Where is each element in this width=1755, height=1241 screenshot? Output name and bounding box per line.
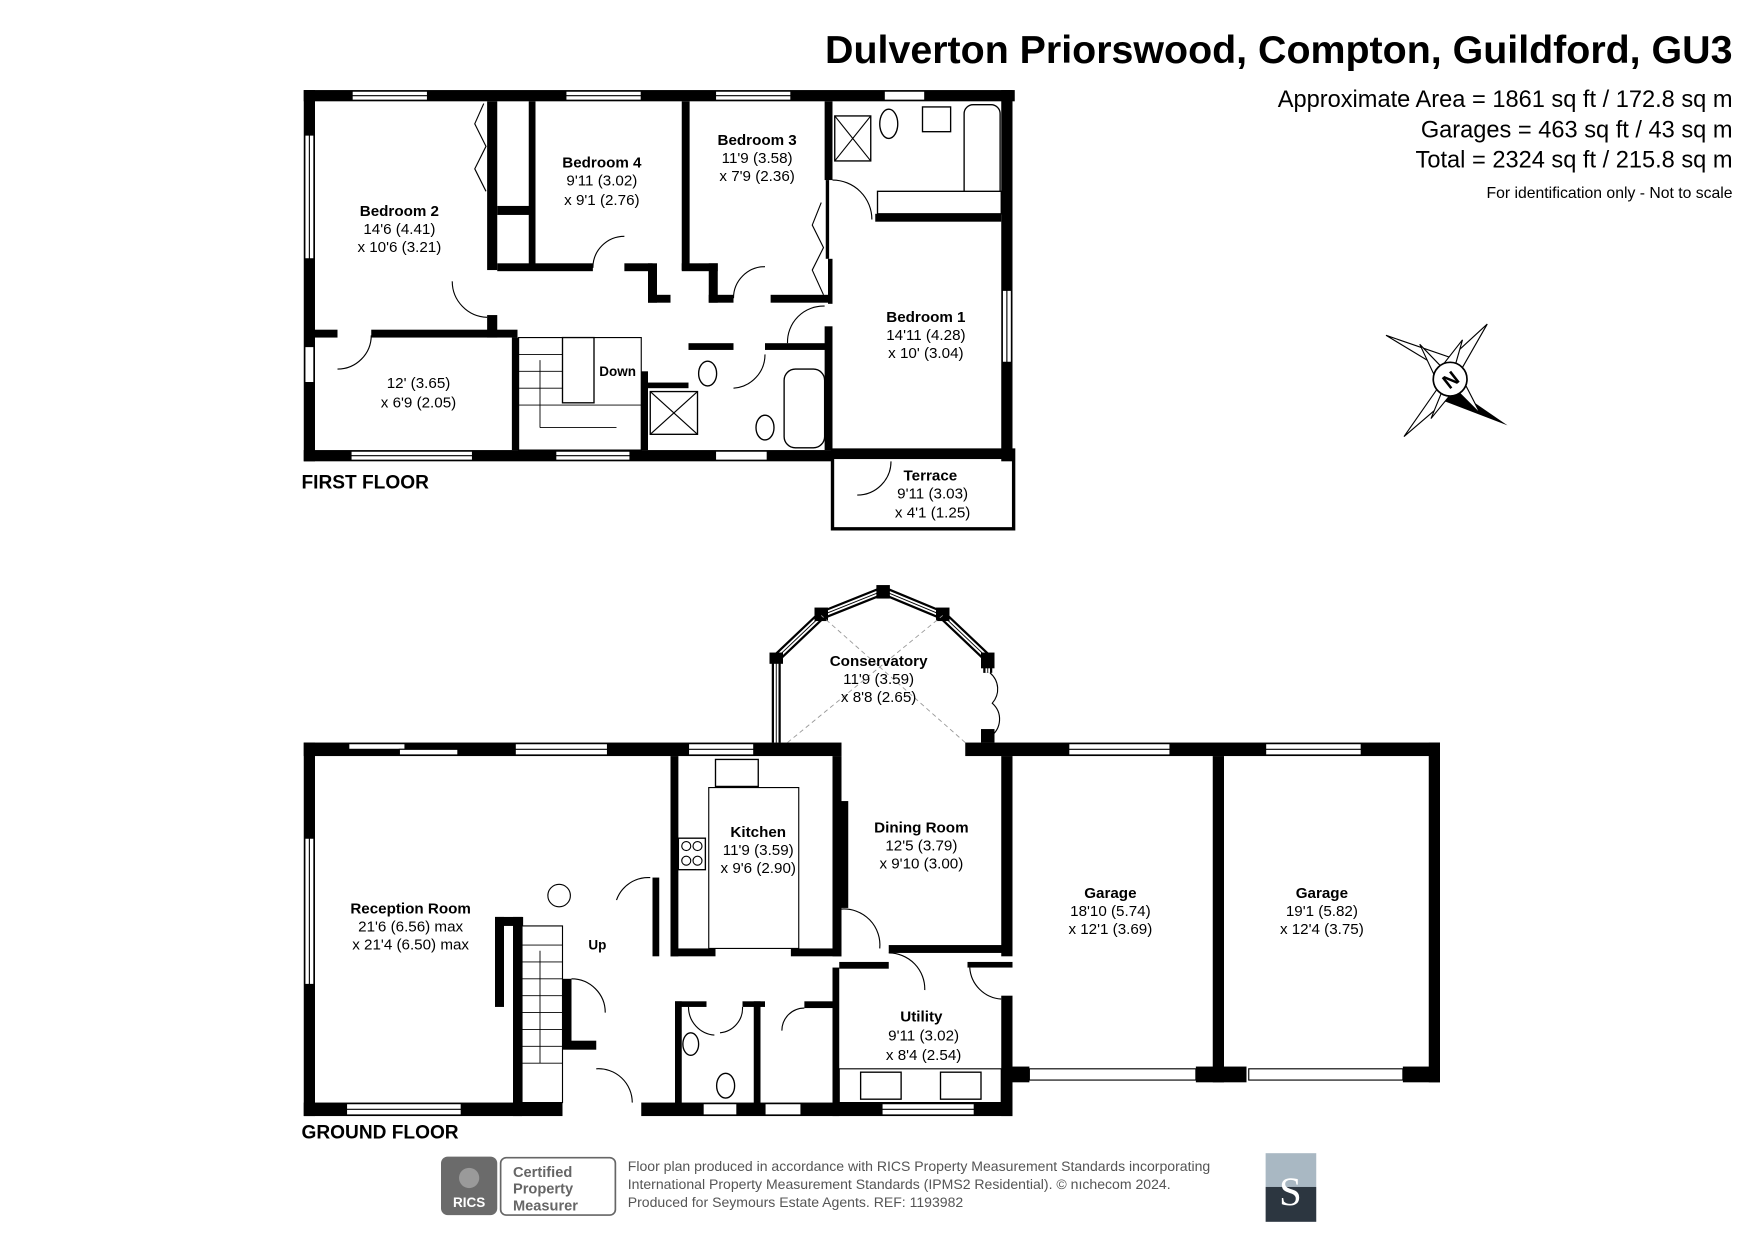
svg-text:12'5 (3.79): 12'5 (3.79): [885, 838, 957, 855]
svg-text:Measurer: Measurer: [513, 1199, 578, 1215]
svg-text:RICS: RICS: [453, 1195, 485, 1210]
first-floor-title: FIRST FLOOR: [302, 472, 430, 493]
first-floor-plan: [303, 90, 1016, 531]
first-floor-labels: Bedroom 2 14'6 (4.41) x 10'6 (3.21) Bedr…: [302, 132, 971, 521]
svg-text:Down: Down: [599, 364, 636, 379]
svg-text:Up: Up: [588, 938, 606, 953]
footer-line: Produced for Seymours Estate Agents. REF…: [628, 1194, 964, 1210]
approximate-area: Approximate Area = 1861 sq ft / 172.8 sq…: [1278, 87, 1733, 113]
svg-text:Bedroom 3: Bedroom 3: [718, 132, 797, 149]
svg-text:18'10 (5.74): 18'10 (5.74): [1070, 903, 1151, 920]
svg-text:9'11 (3.03): 9'11 (3.03): [897, 485, 968, 502]
svg-text:9'11 (3.02): 9'11 (3.02): [566, 173, 637, 190]
rics-logo: RICS Certified Property Measurer: [441, 1156, 617, 1216]
svg-text:Garage: Garage: [1084, 885, 1136, 902]
svg-text:x 6'9 (2.05): x 6'9 (2.05): [381, 394, 456, 411]
svg-text:x 4'1 (1.25): x 4'1 (1.25): [895, 505, 970, 522]
svg-text:Kitchen: Kitchen: [730, 824, 786, 841]
svg-text:Certified: Certified: [513, 1165, 572, 1181]
total-area: Total = 2324 sq ft / 215.8 sq m: [1416, 148, 1733, 174]
svg-text:x 10'6 (3.21): x 10'6 (3.21): [357, 239, 441, 256]
svg-text:x 8'4 (2.54): x 8'4 (2.54): [886, 1047, 961, 1064]
svg-text:9'11 (3.02): 9'11 (3.02): [888, 1028, 959, 1045]
svg-text:Dining Room: Dining Room: [874, 820, 968, 837]
svg-text:Conservatory: Conservatory: [830, 653, 928, 670]
svg-text:Bedroom 1: Bedroom 1: [886, 309, 966, 326]
svg-text:Bedroom 2: Bedroom 2: [360, 203, 439, 220]
svg-text:Garage: Garage: [1296, 885, 1348, 902]
svg-text:Reception Room: Reception Room: [350, 901, 471, 918]
svg-text:x 7'9 (2.36): x 7'9 (2.36): [719, 168, 794, 185]
svg-text:Terrace: Terrace: [904, 467, 958, 484]
svg-text:11'9 (3.59): 11'9 (3.59): [723, 842, 794, 859]
garages-area: Garages = 463 sq ft / 43 sq m: [1421, 117, 1733, 143]
svg-text:11'9 (3.59): 11'9 (3.59): [843, 671, 914, 688]
svg-text:x 9'6 (2.90): x 9'6 (2.90): [721, 860, 796, 877]
svg-text:Property: Property: [513, 1182, 574, 1198]
svg-text:21'6 (6.56) max: 21'6 (6.56) max: [358, 919, 463, 936]
svg-text:x 9'10 (3.00): x 9'10 (3.00): [879, 856, 963, 873]
svg-text:S: S: [1279, 1169, 1302, 1214]
svg-text:19'1 (5.82): 19'1 (5.82): [1286, 903, 1358, 920]
ground-floor-labels: Conservatory 11'9 (3.59) x 8'8 (2.65) Ki…: [302, 653, 1364, 1144]
footer-line: International Property Measurement Stand…: [628, 1176, 1171, 1192]
svg-text:x 12'1 (3.69): x 12'1 (3.69): [1068, 921, 1152, 938]
svg-text:14'6 (4.41): 14'6 (4.41): [363, 221, 435, 238]
footer-line: Floor plan produced in accordance with R…: [628, 1158, 1210, 1174]
svg-text:14'11 (4.28): 14'11 (4.28): [886, 327, 965, 344]
svg-text:11'9 (3.58): 11'9 (3.58): [722, 150, 793, 167]
svg-text:Utility: Utility: [900, 1009, 943, 1026]
svg-text:x 8'8 (2.65): x 8'8 (2.65): [841, 689, 916, 706]
svg-text:x 12'4 (3.75): x 12'4 (3.75): [1280, 921, 1364, 938]
svg-text:Bedroom 4: Bedroom 4: [562, 155, 642, 172]
svg-text:x 9'1 (2.76): x 9'1 (2.76): [564, 192, 639, 209]
ground-floor-title: GROUND FLOOR: [302, 1123, 459, 1144]
property-title: Dulverton Priorswood, Compton, Guildford…: [825, 28, 1732, 72]
svg-text:12' (3.65): 12' (3.65): [387, 375, 451, 392]
svg-text:x 21'4 (6.50) max: x 21'4 (6.50) max: [352, 937, 469, 954]
svg-text:x 10' (3.04): x 10' (3.04): [888, 345, 963, 362]
ground-floor-plan: [303, 585, 1440, 1117]
compass-north-icon: N: [1385, 323, 1508, 437]
seymours-logo: S: [1265, 1153, 1317, 1222]
scale-note: For identification only - Not to scale: [1487, 185, 1733, 202]
